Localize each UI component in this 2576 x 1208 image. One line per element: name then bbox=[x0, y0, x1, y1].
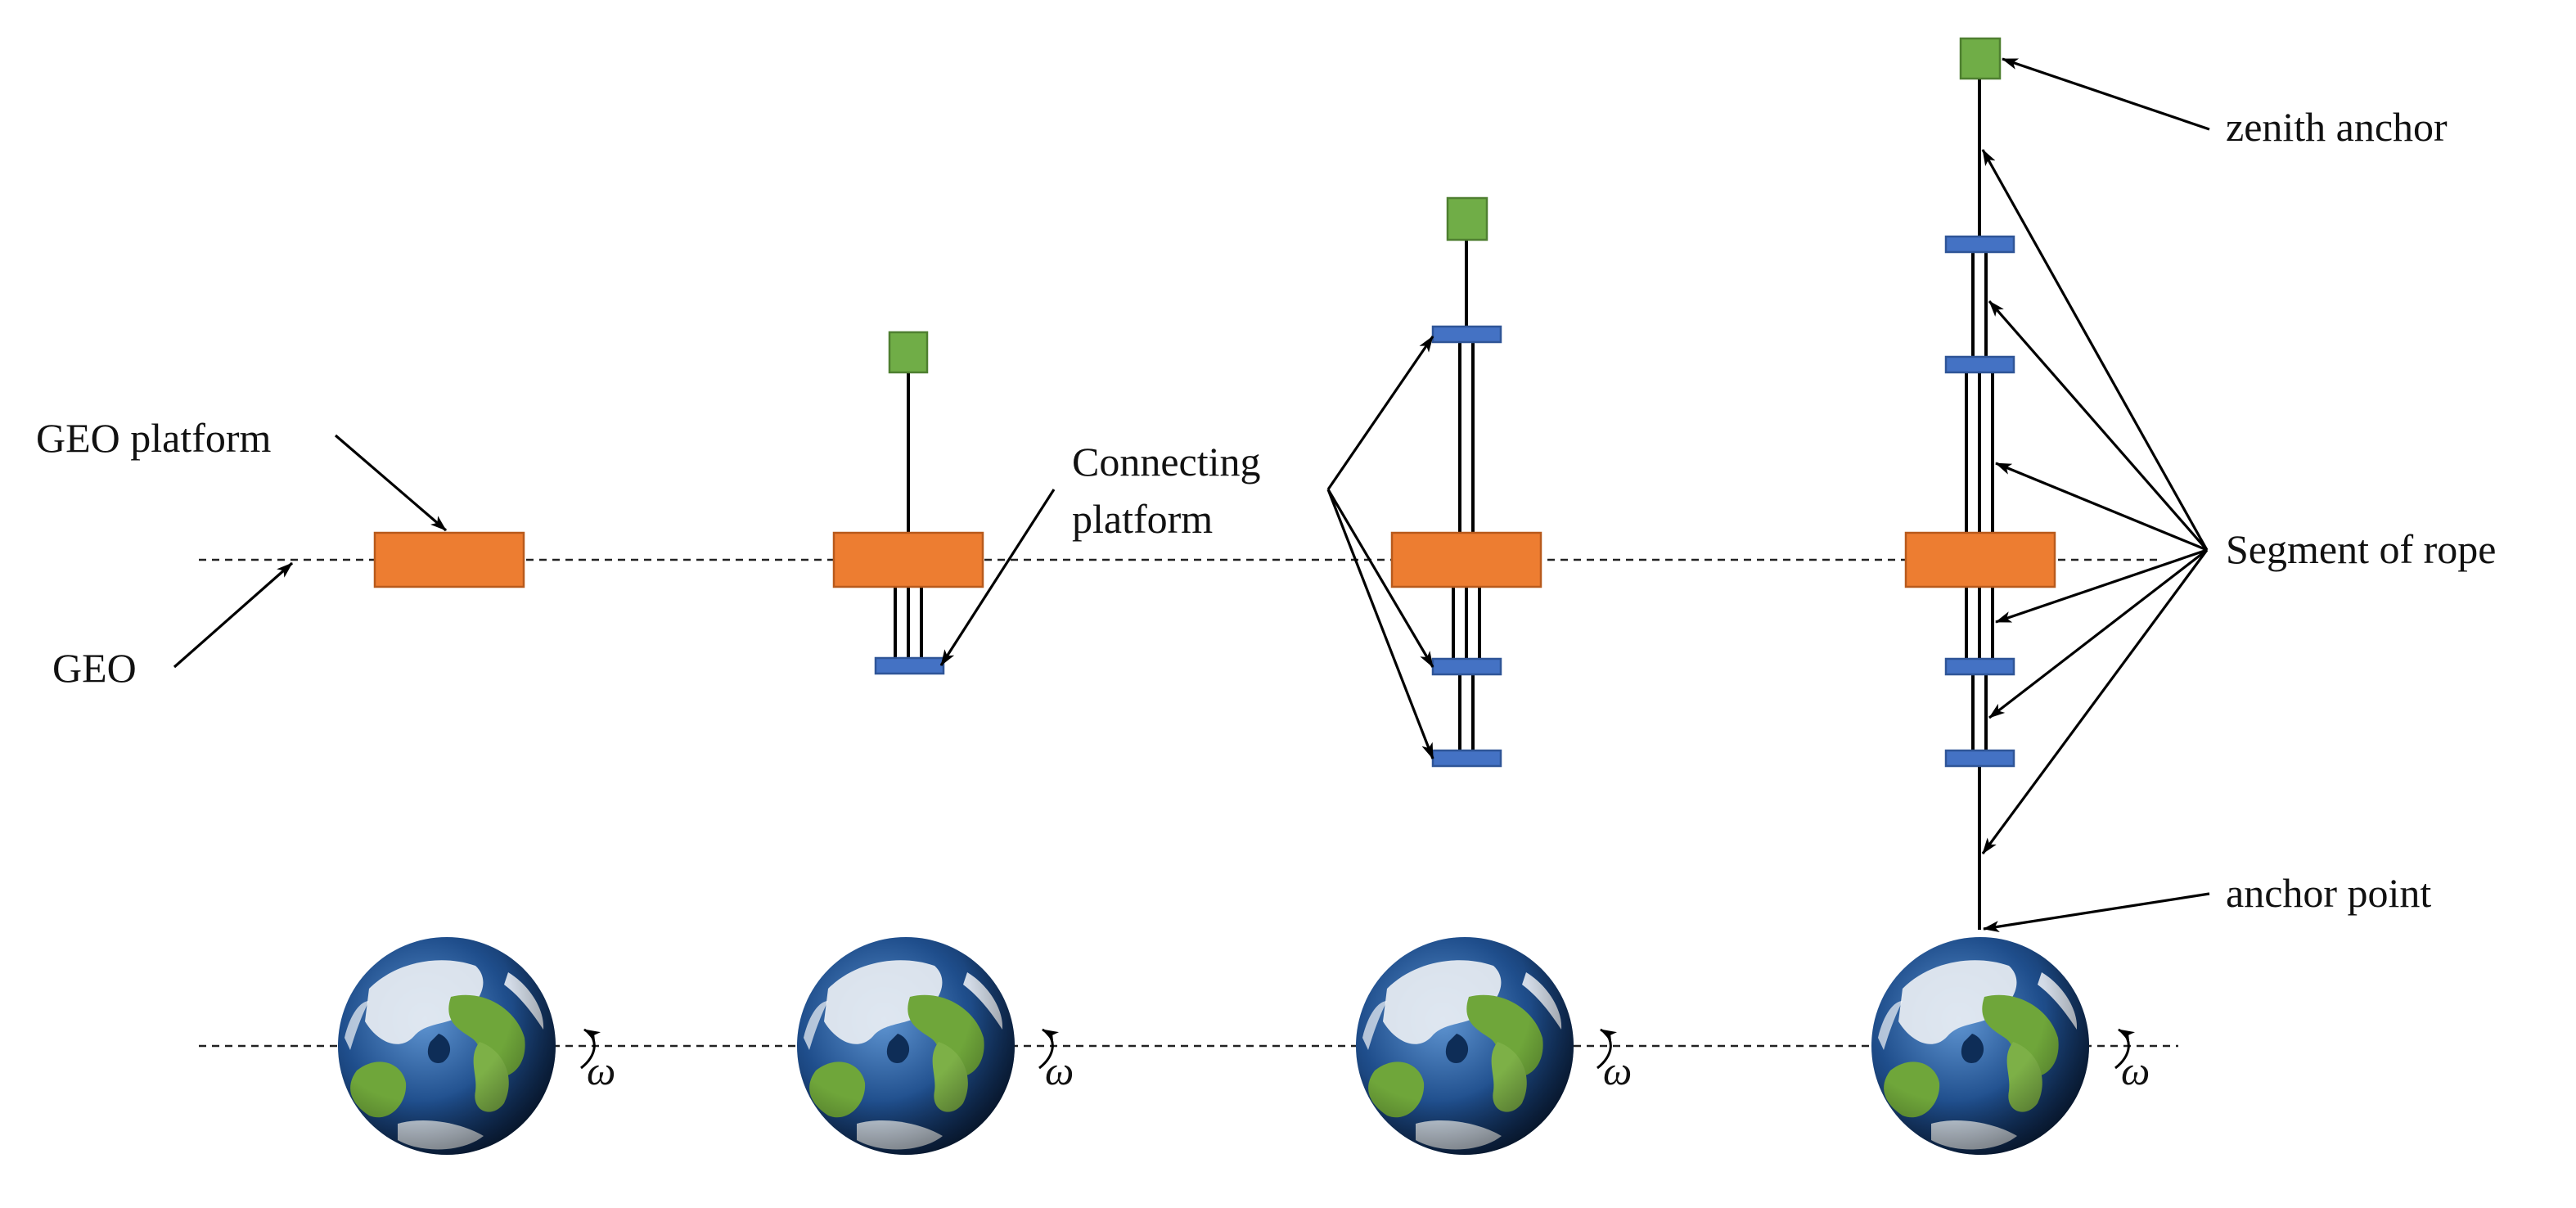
rotation-arrow-icon bbox=[1038, 1028, 1060, 1070]
segment-of-rope-label: Segment of rope bbox=[2226, 526, 2496, 572]
connecting-platform bbox=[1431, 325, 1502, 344]
earth-icon bbox=[1871, 937, 2089, 1155]
geo-arrow bbox=[173, 561, 294, 669]
connecting-platform bbox=[1944, 235, 2015, 254]
geo-platform-label: GEO platform bbox=[36, 415, 272, 461]
leader-arrows bbox=[173, 57, 2210, 932]
geo-platform-arrow bbox=[334, 434, 448, 532]
omega-symbol: ω bbox=[587, 1048, 615, 1093]
anchor-point-arrow bbox=[1983, 892, 2210, 932]
segment-of-rope-arrow bbox=[1988, 548, 2208, 719]
geo-platform bbox=[373, 531, 525, 588]
earth-icon bbox=[1356, 937, 1574, 1155]
stage3-platform-arrow bbox=[1326, 336, 1434, 490]
rotation-arrow-icon bbox=[2114, 1028, 2136, 1070]
segment-of-rope-arrow bbox=[1995, 548, 2208, 624]
earth-icon bbox=[797, 937, 1015, 1155]
connecting-platform-label-line1: Connecting bbox=[1072, 439, 1261, 485]
labels: GEO platform GEO Connecting platform zen… bbox=[36, 104, 2496, 916]
omega-symbol: ω bbox=[1045, 1048, 1074, 1093]
connecting-platform bbox=[1944, 657, 2015, 676]
stage-3: ω bbox=[1356, 196, 1632, 1155]
zenith-anchor-arrow bbox=[2002, 57, 2210, 131]
omega-symbol: ω bbox=[1603, 1048, 1632, 1093]
segment-of-rope-arrow bbox=[1981, 549, 2209, 854]
connecting-platform bbox=[1944, 355, 2015, 374]
anchor-point-label: anchor point bbox=[2226, 870, 2431, 916]
connecting-platform bbox=[1944, 749, 2015, 768]
stage-1: ω bbox=[338, 531, 615, 1155]
zenith-anchor bbox=[888, 331, 929, 374]
stage-4: ω bbox=[1871, 37, 2150, 1155]
segment-of-rope-arrow bbox=[1981, 149, 2209, 551]
segment-of-rope-arrow bbox=[1995, 462, 2208, 552]
zenith-anchor bbox=[1959, 37, 2002, 80]
stage3-platform-arrow bbox=[1326, 489, 1434, 760]
rotation-arrow-icon bbox=[580, 1028, 601, 1070]
geo-label: GEO bbox=[52, 645, 137, 691]
connecting-platform bbox=[1431, 657, 1502, 676]
geo-platform bbox=[832, 531, 984, 588]
connecting-platform-label-line2: platform bbox=[1072, 496, 1213, 542]
rotation-arrow-icon bbox=[1596, 1028, 1618, 1070]
connecting-platform bbox=[1431, 749, 1502, 768]
connecting-platform-arrow bbox=[939, 489, 1056, 666]
geo-platform bbox=[1904, 531, 2056, 588]
stage-2: ω bbox=[797, 331, 1074, 1155]
stage3-platform-arrow bbox=[1326, 489, 1434, 668]
zenith-anchor bbox=[1446, 196, 1488, 241]
omega-symbol: ω bbox=[2121, 1048, 2150, 1093]
connecting-platform bbox=[874, 656, 945, 675]
zenith-anchor-label: zenith anchor bbox=[2226, 104, 2448, 150]
segment-of-rope-arrow bbox=[1988, 300, 2209, 552]
earth-icon bbox=[338, 937, 556, 1155]
geo-platform bbox=[1390, 531, 1542, 588]
